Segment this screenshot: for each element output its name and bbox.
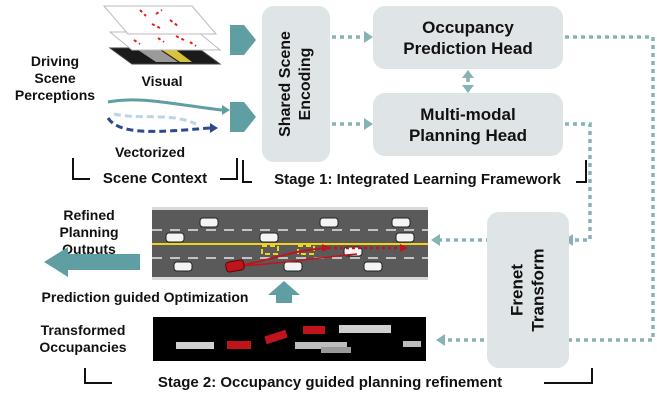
frenet-line-1: Frenet [508, 264, 528, 316]
vectorized-label: Vectorized [114, 144, 186, 160]
road-scene-drawing [152, 217, 428, 273]
occupancy-prediction-head-box: Occupancy Prediction Head [373, 6, 563, 69]
refined-road-scene [152, 207, 428, 280]
shared-scene-encoding-box: Shared Scene Encoding [262, 6, 330, 162]
occupancy-head-line-1: Occupancy [422, 17, 514, 37]
refined-line-2: Planning Outputs [59, 224, 119, 257]
transformed-line-1: Transformed [40, 322, 126, 338]
stacked-layers-icon [102, 5, 222, 65]
scene-context-bracket [72, 158, 238, 180]
prediction-guided-optimization-label: Prediction guided Optimization [41, 289, 249, 305]
stage2-bracket [84, 368, 593, 384]
stage2-label: Stage 2: Occupancy guided planning refin… [157, 374, 503, 391]
frenet-line-2: Transform [529, 248, 549, 332]
visual-scene-image [100, 0, 240, 72]
transformed-occupancies-image [153, 317, 426, 361]
transformed-occupancies-label: Transformed Occupancies [28, 322, 138, 356]
planning-head-line-2: Planning Head [408, 125, 528, 145]
vectorized-trajectories-icon [106, 98, 230, 133]
visual-label: Visual [141, 73, 183, 89]
multimodal-planning-head-box: Multi-modal Planning Head [373, 93, 563, 156]
refined-line-1: Refined [63, 207, 115, 223]
driving-scene-perceptions-label: Driving Scene Perceptions [10, 53, 100, 104]
optimization-up-arrow [268, 281, 300, 303]
vector-input-arrow [230, 102, 256, 132]
planning-head-line-1: Multi-modal [420, 104, 516, 124]
frenet-transform-box: Frenet Transform [487, 212, 569, 368]
scene-context-label: Scene Context [102, 170, 208, 187]
visual-input-arrow [230, 25, 256, 55]
occupancy-blobs [176, 325, 421, 353]
stage1-bracket [242, 160, 587, 183]
perceptions-line-1: Driving [30, 53, 80, 69]
perceptions-line-3: Perceptions [14, 87, 96, 103]
stage1-label: Stage 1: Integrated Learning Framework [274, 171, 561, 188]
refined-planning-outputs-label: Refined Planning Outputs [34, 207, 144, 258]
perceptions-line-2: Scene [34, 70, 76, 86]
refined-output-arrow [44, 247, 140, 277]
transformed-line-2: Occupancies [39, 339, 127, 355]
occupancy-head-line-2: Prediction Head [403, 38, 533, 58]
